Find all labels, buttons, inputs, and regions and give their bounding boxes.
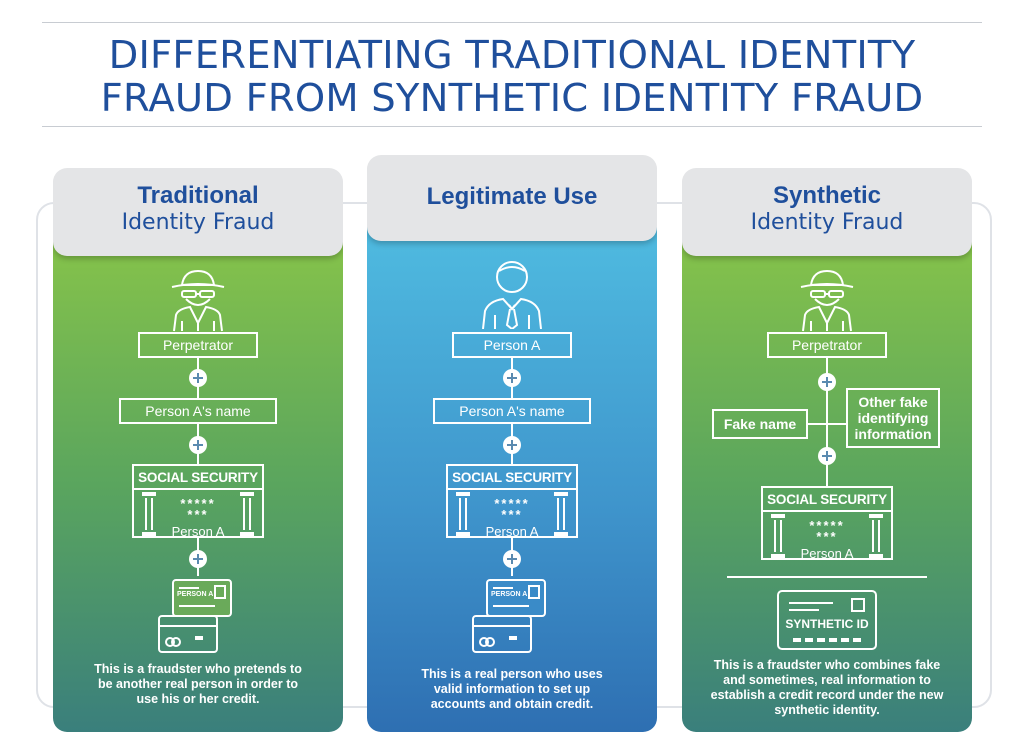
- title-rule: [42, 126, 982, 127]
- perpetrator-box: Perpetrator: [767, 332, 887, 358]
- connector: [808, 423, 846, 425]
- column-synthetic: Synthetic Identity Fraud Perpetrator Fak…: [682, 168, 972, 732]
- card-label: PERSON A: [177, 591, 214, 598]
- pillar-icon: [456, 492, 470, 536]
- plus-icon: [818, 373, 836, 391]
- credit-cards-icon: PERSON A: [469, 576, 549, 656]
- ss-title: SOCIAL SECURITY: [763, 488, 891, 512]
- pillar-icon: [554, 492, 568, 536]
- spy-icon: [800, 269, 854, 332]
- traditional-header-light: Identity Fraud: [121, 210, 275, 235]
- ss-person: Person A: [485, 524, 539, 539]
- social-security-card: SOCIAL SECURITY ***** *** Person A: [132, 464, 264, 539]
- pillar-icon: [240, 492, 254, 536]
- title-line-2: FRAUD FROM SYNTHETIC IDENTITY FRAUD: [100, 76, 924, 121]
- caption: This is a fraudster who pretends to be a…: [94, 662, 302, 706]
- pillar-icon: [142, 492, 156, 536]
- id-line: [789, 609, 819, 611]
- plus-icon: [189, 436, 207, 454]
- synthetic-id-card-icon: SYNTHETIC ID: [777, 590, 877, 650]
- column-traditional: Traditional Identity Fraud Perpetrator P…: [53, 168, 343, 732]
- column-legitimate: Legitimate Use Person A Person A's name …: [367, 155, 657, 732]
- ss-stars-bottom: ***: [501, 507, 523, 522]
- plus-icon: [818, 447, 836, 465]
- legitimate-header-bold: Legitimate Use: [426, 183, 598, 210]
- id-chip-icon: [851, 598, 865, 612]
- caption: This is a real person who uses valid inf…: [421, 667, 603, 711]
- ss-person: Person A: [171, 524, 225, 539]
- pillar-icon: [771, 514, 785, 558]
- traditional-header-bold: Traditional: [137, 182, 259, 209]
- ss-stars-bottom: ***: [187, 507, 209, 522]
- title-line-1: DIFFERENTIATING TRADITIONAL IDENTITY: [108, 33, 916, 78]
- social-security-card: SOCIAL SECURITY ***** *** Person A: [446, 464, 578, 539]
- top-rule: [42, 22, 982, 23]
- caption: This is a fraudster who combines fake an…: [710, 658, 944, 717]
- ss-title: SOCIAL SECURITY: [448, 466, 576, 490]
- id-barcode: [793, 638, 861, 642]
- plus-icon: [189, 550, 207, 568]
- card-label: PERSON A: [491, 591, 528, 598]
- name-box: Person A's name: [433, 398, 591, 424]
- traditional-body: [53, 238, 343, 732]
- plus-icon: [503, 369, 521, 387]
- ss-stars-top: *****: [180, 496, 216, 511]
- ss-stars-top: *****: [494, 496, 530, 511]
- plus-icon: [503, 436, 521, 454]
- synthetic-id-label: SYNTHETIC ID: [785, 617, 869, 631]
- plus-icon: [189, 369, 207, 387]
- ss-stars-top: *****: [809, 518, 845, 533]
- id-line: [789, 602, 833, 604]
- ss-title: SOCIAL SECURITY: [134, 466, 262, 490]
- spy-icon: [171, 269, 225, 332]
- ss-person: Person A: [800, 546, 854, 561]
- synthetic-header-light: Identity Fraud: [750, 210, 904, 235]
- connector: [826, 358, 828, 486]
- ss-stars-bottom: ***: [816, 529, 838, 544]
- businessman-icon: [482, 261, 542, 329]
- name-box: Person A's name: [119, 398, 277, 424]
- traditional-header: Traditional Identity Fraud: [53, 168, 343, 256]
- synthetic-header: Synthetic Identity Fraud: [682, 168, 972, 256]
- credit-cards-icon: PERSON A: [155, 576, 235, 656]
- pillar-icon: [869, 514, 883, 558]
- person-box: Person A: [452, 332, 572, 358]
- social-security-card: SOCIAL SECURITY ***** *** Person A: [761, 486, 893, 561]
- legitimate-header: Legitimate Use: [367, 155, 657, 241]
- separator-line: [727, 576, 927, 578]
- page-title: DIFFERENTIATING TRADITIONAL IDENTITY FRA…: [0, 34, 1024, 120]
- synthetic-header-bold: Synthetic: [772, 182, 882, 209]
- fake-name-box: Fake name: [712, 409, 808, 439]
- perpetrator-box: Perpetrator: [138, 332, 258, 358]
- other-fake-box: Other fake identifying information: [846, 388, 940, 448]
- plus-icon: [503, 550, 521, 568]
